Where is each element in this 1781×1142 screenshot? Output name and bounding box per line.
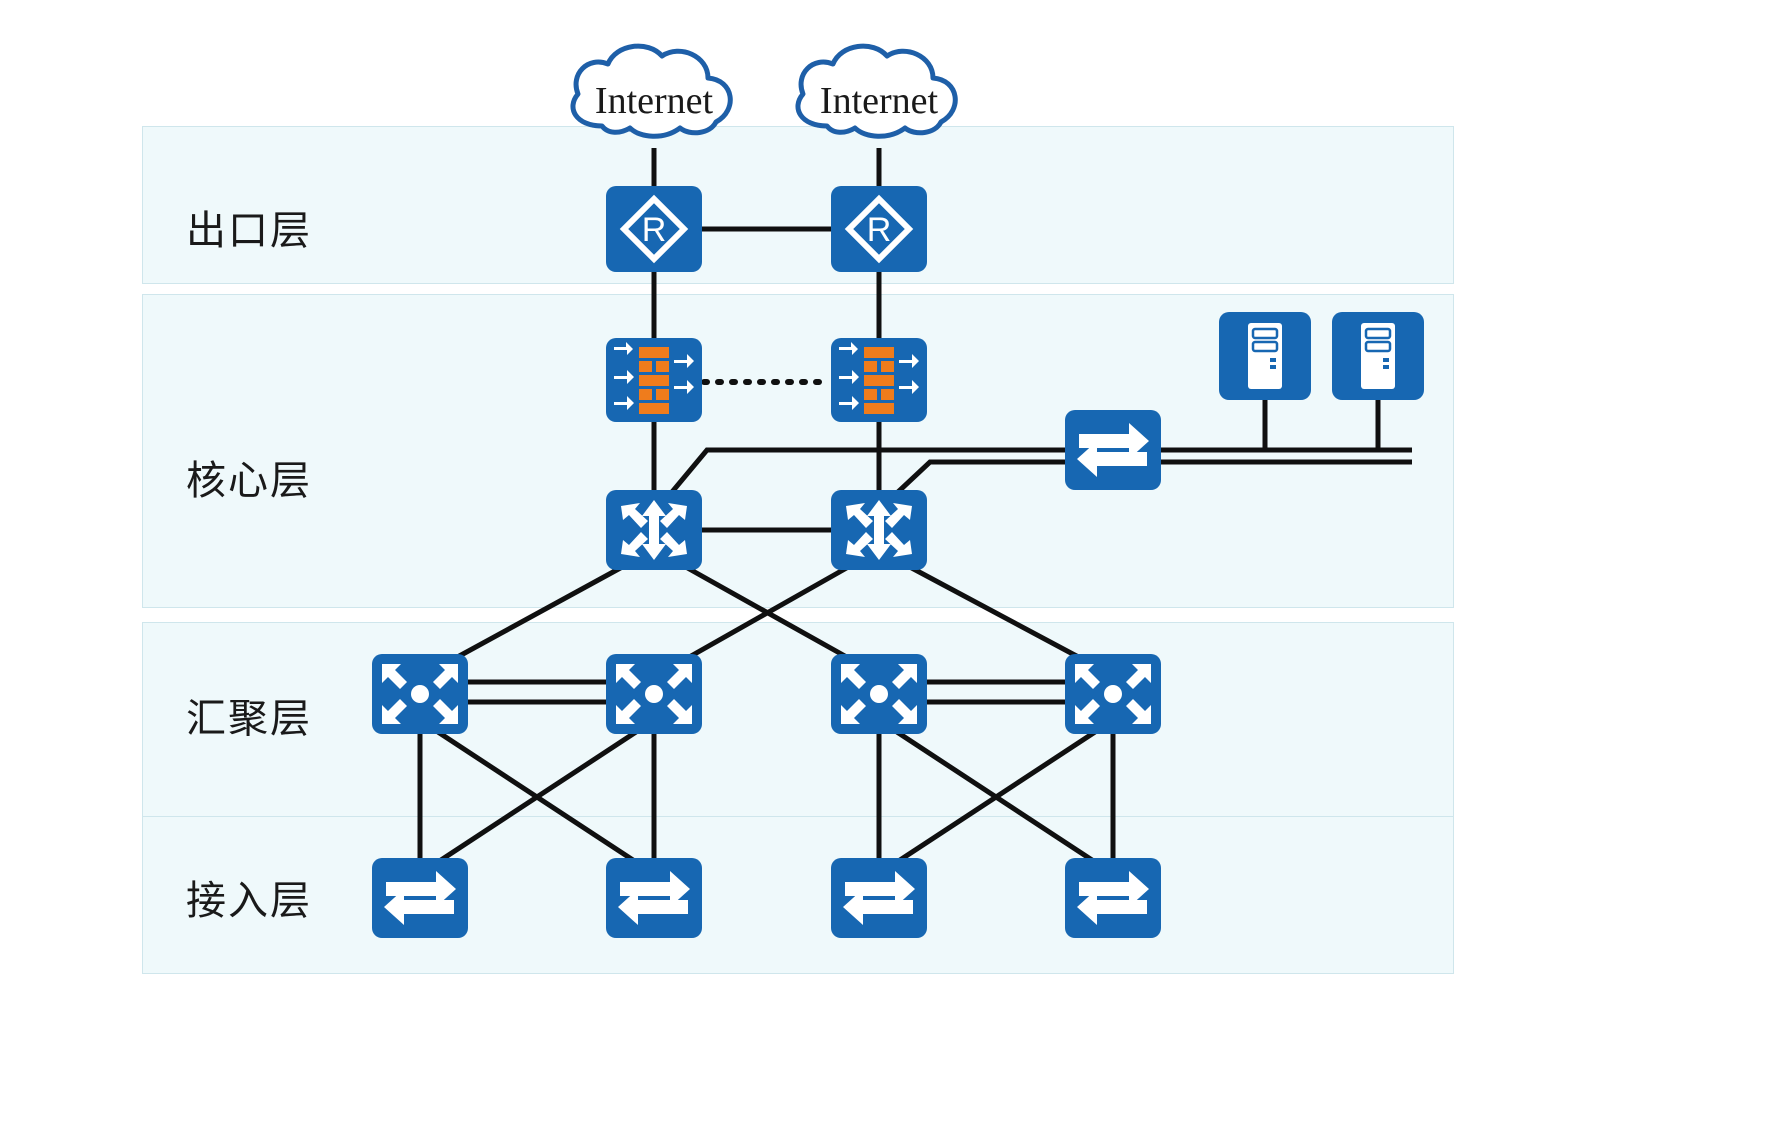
aggregation-switch-icon-3[interactable]	[831, 654, 927, 734]
access-switch-icon-4[interactable]	[1065, 858, 1161, 938]
firewall-icon-2[interactable]	[831, 338, 927, 422]
aggregation-switch-icon-2[interactable]	[606, 654, 702, 734]
link-agg2-acc1	[436, 729, 638, 865]
core-switch-icon-1[interactable]	[606, 490, 702, 570]
server-icon-1[interactable]	[1217, 310, 1313, 402]
link-core2-agg4	[906, 563, 1086, 663]
band-label-access: 接入层	[186, 879, 312, 923]
aggregation-switch-icon-4[interactable]	[1065, 654, 1161, 734]
core-switch-icon-2[interactable]	[831, 490, 927, 570]
firewall-icon-1[interactable]	[606, 338, 702, 422]
router-icon-2[interactable]	[831, 186, 927, 272]
band-access	[142, 816, 1454, 974]
band-label-core: 核心层	[186, 459, 312, 503]
band-egress	[142, 126, 1454, 284]
aggregation-switch-icon-1[interactable]	[372, 654, 468, 734]
server-icon-2[interactable]	[1330, 310, 1426, 402]
cloud-label: Internet	[820, 80, 939, 122]
link-core1-dmzswitch	[670, 447, 1065, 494]
band-label-aggregation: 汇聚层	[186, 697, 312, 741]
cloud-label: Internet	[595, 80, 714, 122]
access-switch-icon-1[interactable]	[372, 858, 468, 938]
cloud-internet-2[interactable]: Internet	[798, 46, 955, 136]
access-switch-icon-3[interactable]	[831, 858, 927, 938]
link-agg4-acc3	[895, 729, 1097, 865]
dmz-switch-icon[interactable]	[1065, 410, 1161, 490]
link-core2-dmzswitch	[896, 459, 1412, 494]
access-switch-icon-2[interactable]	[606, 858, 702, 938]
router-icon-1[interactable]	[606, 186, 702, 272]
band-label-egress: 出口层	[186, 209, 312, 253]
cloud-internet-1[interactable]: Internet	[573, 46, 730, 136]
link-core1-agg1	[450, 563, 626, 663]
link-core2-agg2	[682, 563, 852, 663]
